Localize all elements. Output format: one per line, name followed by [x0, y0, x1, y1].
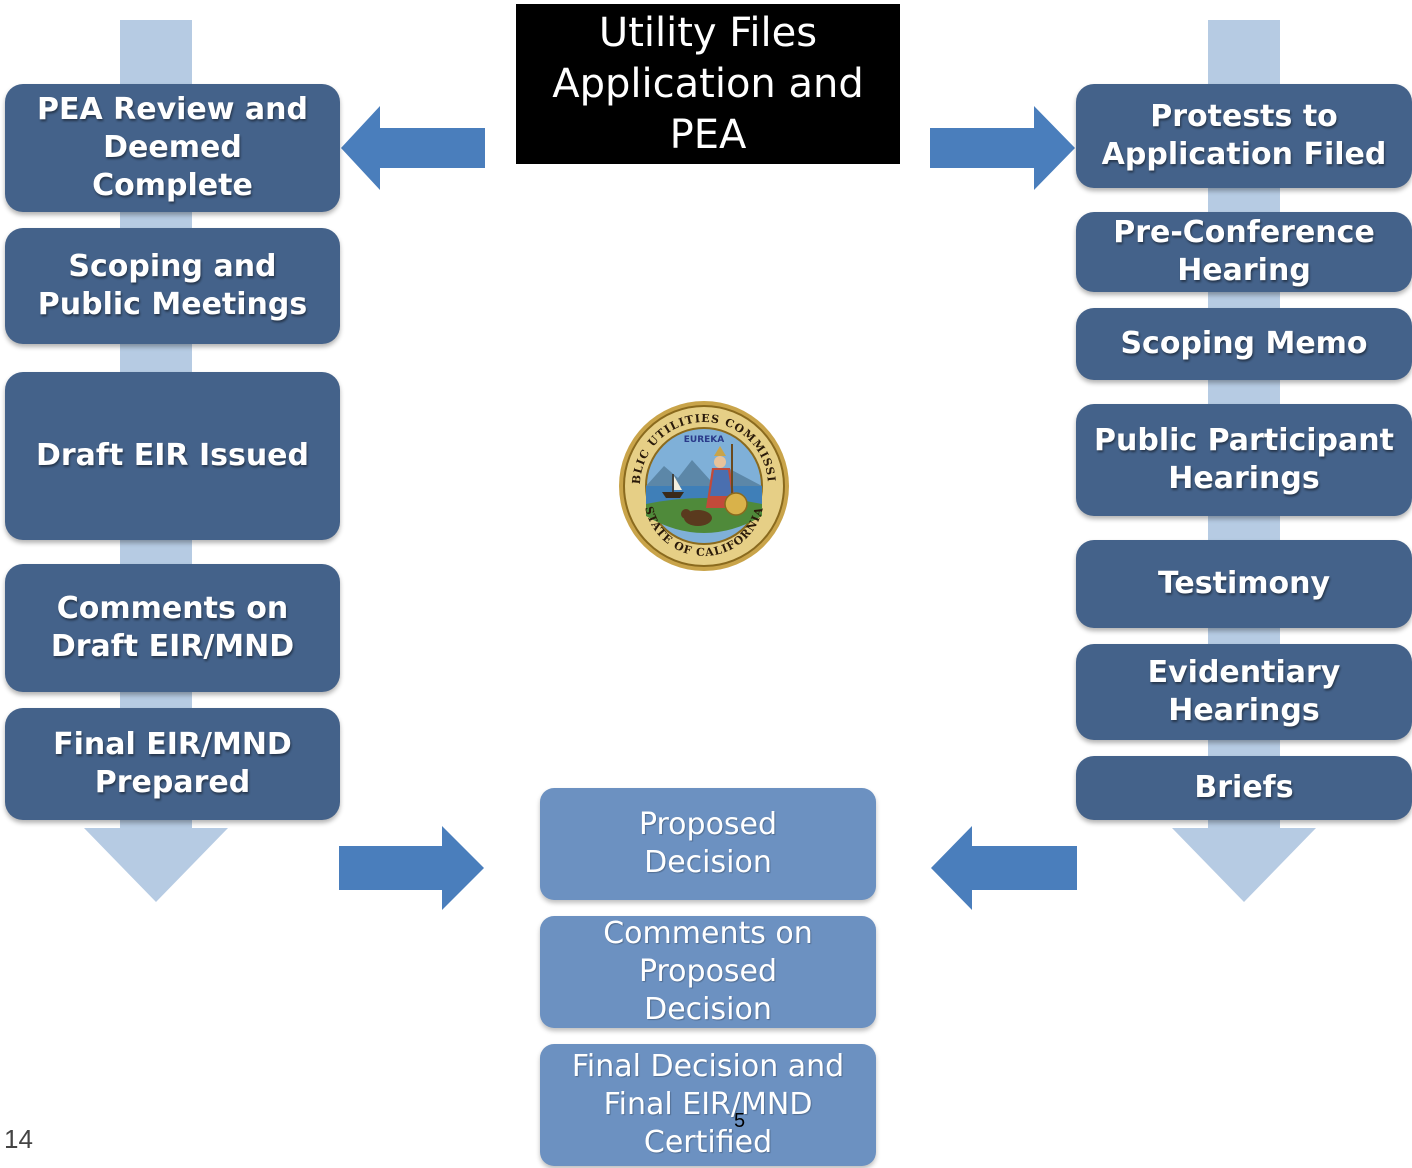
- right-step-scoping-memo: Scoping Memo: [1076, 308, 1412, 380]
- step-label-line: Pre-Conference: [1113, 215, 1375, 250]
- step-label-line: Final EIR/MND: [53, 727, 292, 762]
- arrow-title-to-left: [341, 106, 485, 190]
- arrow-left-to-bottom: [339, 826, 484, 910]
- step-label-line: Final Decision and: [571, 1049, 845, 1084]
- step-label-line: PEA Review and: [36, 92, 308, 127]
- step-label-line: Hearing: [1177, 253, 1311, 288]
- step-label-line: Complete: [92, 168, 253, 203]
- step-label-line: Draft EIR/MND: [50, 629, 295, 664]
- step-label-line: Hearings: [1168, 461, 1320, 496]
- step-label-line: Prepared: [94, 765, 251, 800]
- title-line: Application and: [552, 60, 864, 107]
- step-label-line: Briefs: [1194, 770, 1294, 805]
- step-label-line: Scoping Memo: [1120, 326, 1368, 361]
- step-label-line: Comments on: [603, 916, 813, 951]
- arrow-right-to-bottom: [931, 826, 1077, 910]
- right-step-briefs: Briefs: [1076, 756, 1412, 820]
- step-label-line: Final EIR/MND: [603, 1087, 813, 1122]
- step-label-line: Proposed: [638, 807, 778, 842]
- seal-motto-text: EUREKA: [684, 435, 725, 445]
- page-marker: 5: [734, 1110, 746, 1132]
- step-label-line: Protests to: [1150, 99, 1338, 134]
- step-label-line: Testimony: [1157, 566, 1331, 601]
- arrow-title-to-right: [930, 106, 1075, 190]
- step-label-line: Public Meetings: [37, 287, 308, 322]
- step-label-line: Certified: [643, 1125, 773, 1160]
- right-step-testimony: Testimony: [1076, 540, 1412, 628]
- title-box: Utility Files Application and PEA: [516, 4, 900, 164]
- step-label-line: Hearings: [1168, 693, 1320, 728]
- step-label-line: Proposed: [638, 954, 778, 989]
- california-puc-seal-icon: EUREKA PUBLIC UTILITIES COMMISSION STATE…: [618, 400, 789, 571]
- title-text: Utility Files Application and PEA: [552, 8, 863, 161]
- step-label-line: Comments on: [56, 591, 289, 626]
- step-label-line: Decision: [644, 845, 772, 880]
- step-label-line: Scoping and: [68, 249, 277, 284]
- step-label-line: Application Filed: [1101, 137, 1387, 172]
- step-label-line: Deemed: [103, 130, 242, 165]
- step-label-line: Evidentiary: [1147, 655, 1341, 690]
- step-label-line: Decision: [644, 992, 772, 1027]
- slide-number: 14: [4, 1124, 33, 1154]
- step-label-line: Public Participant: [1094, 423, 1394, 458]
- title-line: PEA: [669, 111, 747, 158]
- title-line: Utility Files: [598, 9, 818, 56]
- left-step-draft-eir-issued: Draft EIR Issued: [5, 372, 340, 540]
- step-label-line: Draft EIR Issued: [35, 438, 310, 473]
